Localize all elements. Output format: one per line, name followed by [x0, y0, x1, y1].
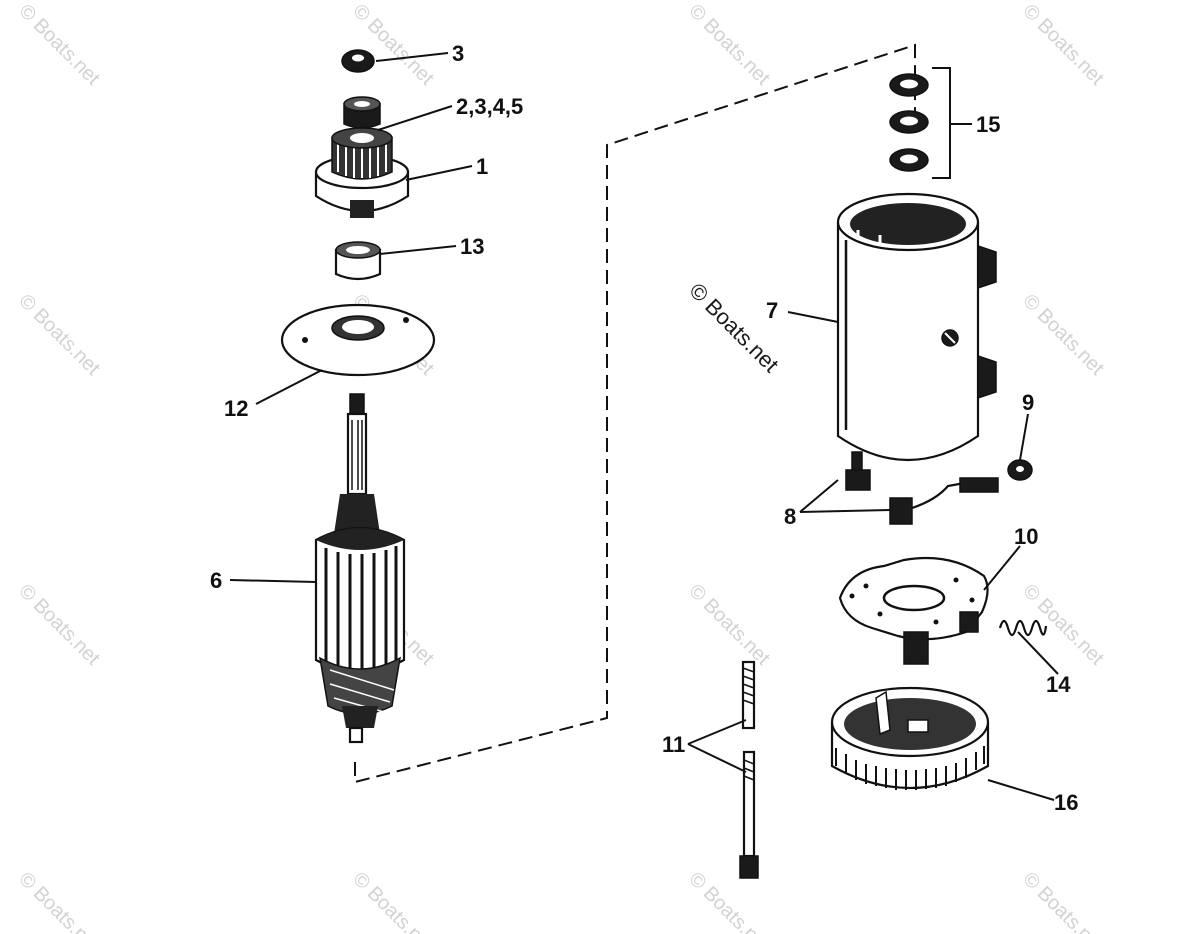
- callout-3: 3: [452, 41, 464, 66]
- callout-12: 12: [224, 396, 248, 421]
- watermark: © Boats.net: [348, 0, 438, 90]
- callout-11: 11: [662, 732, 685, 757]
- part-end-head: [830, 686, 990, 790]
- part-bushing: [334, 241, 382, 281]
- watermark: © Boats.net: [14, 0, 104, 90]
- watermark: © Boats.net: [684, 0, 774, 90]
- part-brushes: [845, 451, 999, 525]
- callout-1: 1: [476, 154, 488, 179]
- callout-labels: 3 2,3,4,5 1 13 12 6 15 7 9 8 10 14 11 16: [210, 41, 1078, 815]
- callout-13: 13: [460, 234, 484, 259]
- callout-7: 7: [766, 298, 778, 323]
- part-nut: [341, 49, 375, 73]
- part-terminal-nut: [1007, 459, 1033, 481]
- part-armature: [314, 393, 406, 744]
- callout-10: 10: [1014, 524, 1038, 549]
- callout-9: 9: [1022, 390, 1034, 415]
- watermark: © Boats.net: [684, 580, 774, 670]
- part-brush-plate: [838, 556, 989, 665]
- part-drive-assembly: [314, 127, 410, 218]
- callout-14: 14: [1046, 672, 1071, 697]
- callout-8: 8: [784, 504, 796, 529]
- watermark: © Boats.net: [14, 580, 104, 670]
- leader-lines: [229, 52, 1059, 801]
- watermark-dark: © Boats.net: [684, 278, 783, 377]
- watermark: © Boats.net: [1018, 0, 1108, 90]
- part-washers: [889, 73, 929, 172]
- watermark: © Boats.net: [348, 868, 438, 934]
- watermark: © Boats.net: [14, 868, 104, 934]
- part-field-frame: [836, 192, 997, 461]
- callout-15: 15: [976, 112, 1000, 137]
- callout-2-3-4-5: 2,3,4,5: [456, 94, 523, 119]
- callout-16: 16: [1054, 790, 1078, 815]
- part-through-bolts: [739, 660, 759, 879]
- callout-6: 6: [210, 568, 222, 593]
- watermark-layer: © Boats.net © Boats.net © Boats.net © Bo…: [14, 0, 1108, 934]
- part-pinion-stop: [343, 96, 381, 129]
- watermark: © Boats.net: [14, 290, 104, 380]
- watermark: © Boats.net: [1018, 868, 1108, 934]
- part-spring: [998, 619, 1048, 637]
- watermark: © Boats.net: [684, 868, 774, 934]
- assembly-dashed-line: [354, 43, 916, 784]
- watermark: © Boats.net: [1018, 290, 1108, 380]
- part-end-plate: [280, 303, 436, 377]
